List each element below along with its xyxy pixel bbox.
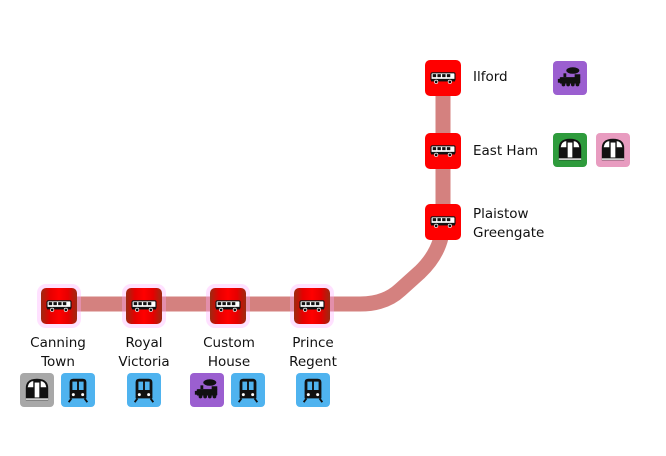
station-label-line-1: Canning — [30, 335, 86, 351]
station-label-canning-town: Canning Town — [30, 334, 86, 372]
connection-underground-icon[interactable] — [20, 373, 54, 407]
station-label-line-2: House — [207, 354, 251, 370]
station-label-line-1: Royal — [125, 335, 163, 351]
station-label-line-1: Prince — [292, 335, 334, 351]
connection-dlr-icon[interactable] — [231, 373, 265, 407]
connection-dlr-icon[interactable] — [127, 373, 161, 407]
station-label-line-1: Custom — [203, 335, 255, 351]
station-label-line-2: Greengate — [473, 225, 545, 241]
connection-steam-train-icon[interactable] — [190, 373, 224, 407]
connection-dlr-icon[interactable] — [61, 373, 95, 407]
bus-icon — [215, 297, 241, 316]
station-label-line-1: Plaistow — [473, 206, 529, 222]
connection-underground-icon[interactable] — [553, 133, 587, 167]
station-label-custom-house: Custom House — [203, 334, 255, 372]
connection-dlr-icon[interactable] — [296, 373, 330, 407]
route-line — [59, 78, 451, 312]
connection-underground-icon[interactable] — [596, 133, 630, 167]
stop-royal-victoria[interactable] — [126, 288, 162, 324]
bus-icon — [430, 69, 456, 88]
station-label-royal-victoria: Royal Victoria — [118, 334, 169, 372]
connection-steam-train-icon[interactable] — [553, 61, 587, 95]
station-label-ilford: Ilford — [473, 69, 508, 85]
stop-east-ham[interactable] — [425, 133, 461, 169]
stop-prince-regent[interactable] — [294, 288, 330, 324]
station-label-line-2: Town — [41, 354, 75, 370]
stop-ilford[interactable] — [425, 60, 461, 96]
bus-icon — [430, 213, 456, 232]
bus-icon — [299, 297, 325, 316]
station-label-line-2: Regent — [289, 354, 337, 370]
stop-custom-house[interactable] — [210, 288, 246, 324]
station-label-east-ham: East Ham — [473, 143, 538, 159]
station-label-prince-regent: Prince Regent — [289, 334, 337, 372]
bus-icon — [131, 297, 157, 316]
station-label-line-2: Victoria — [118, 354, 170, 370]
stop-plaistow-greengate[interactable] — [425, 204, 461, 240]
stop-canning-town[interactable] — [41, 288, 77, 324]
bus-icon — [46, 297, 72, 316]
station-label-plaistow-greengate: Plaistow Greengate — [473, 205, 544, 243]
bus-icon — [430, 142, 456, 161]
